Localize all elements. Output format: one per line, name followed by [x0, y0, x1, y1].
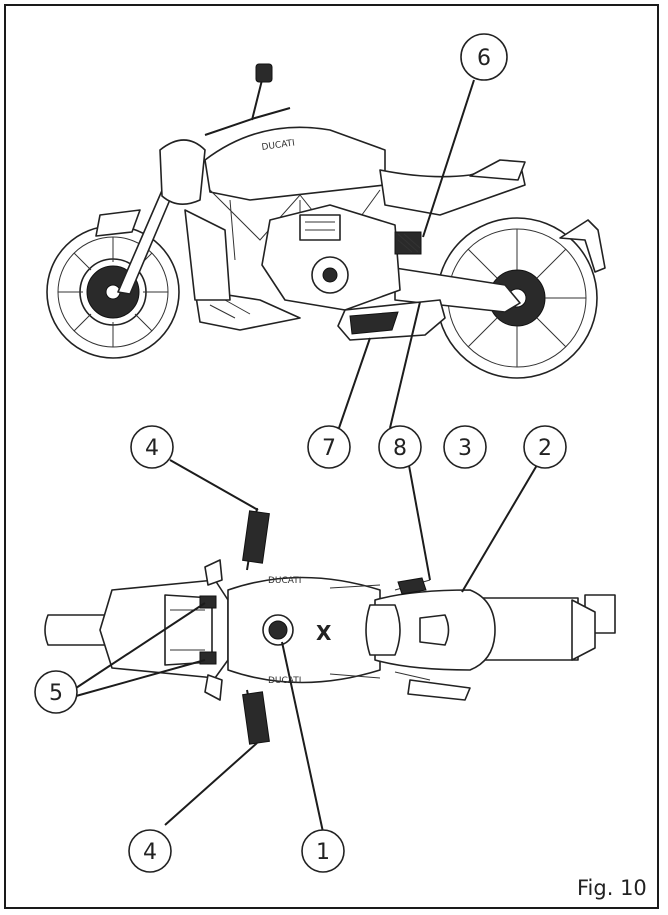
callout-2-label: 2: [538, 436, 552, 461]
figure-caption: Fig. 10: [577, 876, 647, 900]
callout-6-label: 6: [477, 46, 491, 71]
callout-8-label: 8: [393, 436, 407, 461]
callout-4-bottom-label: 4: [143, 840, 157, 865]
callout-7-label: 7: [322, 436, 336, 461]
callout-6: 6: [460, 33, 508, 81]
svg-text:DUCATI: DUCATI: [261, 138, 295, 153]
headlight: [159, 139, 206, 205]
svg-text:X: X: [316, 621, 332, 645]
front-wheel: [46, 225, 180, 359]
fuel-tank-side: [204, 126, 386, 201]
switch-control-left: [199, 595, 217, 609]
top-view-motorcycle: DUCATI DUCATI X: [44, 507, 616, 745]
callout-4-bottom: 4: [128, 829, 172, 873]
callout-1-label: 1: [316, 840, 330, 865]
side-view-motorcycle: DUCATI: [46, 63, 606, 379]
fuel-filler-cap: [262, 614, 294, 646]
callout-3: 3: [443, 425, 487, 469]
mirror: [255, 63, 273, 83]
svg-text:DUCATI: DUCATI: [268, 676, 301, 686]
callout-2: 2: [523, 425, 567, 469]
callout-4-top: 4: [130, 425, 174, 469]
callout-7: 7: [307, 425, 351, 469]
callout-1: 1: [301, 829, 345, 873]
rear-fender: [559, 219, 606, 273]
svg-text:DUCATI: DUCATI: [268, 576, 301, 586]
callout-8: 8: [378, 425, 422, 469]
figure-frame: [4, 4, 659, 909]
leader-lines: [75, 79, 541, 833]
rear-shock-absorber: [394, 231, 422, 255]
switch-control-right: [199, 651, 217, 665]
fuel-tank-top: [227, 576, 381, 684]
callout-5-label: 5: [49, 681, 63, 706]
callout-4-top-label: 4: [145, 436, 159, 461]
callout-3-label: 3: [458, 436, 472, 461]
callout-5: 5: [34, 670, 78, 714]
